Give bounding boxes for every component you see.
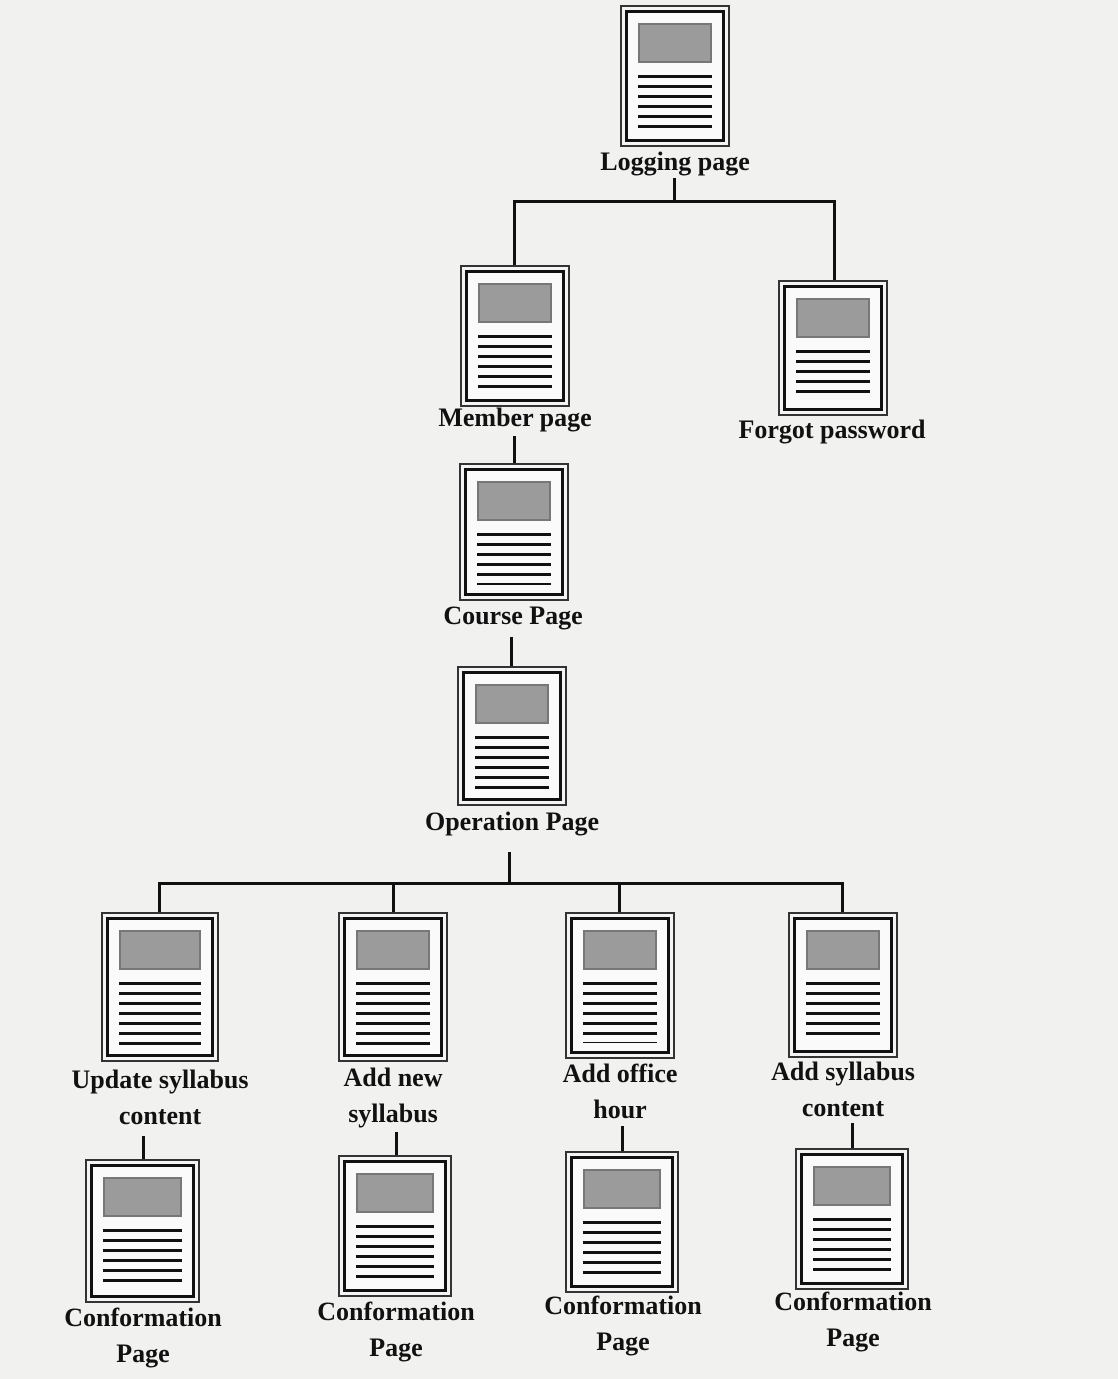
forgot-password-page-icon: [783, 285, 883, 411]
connector: [833, 200, 836, 285]
connector: [513, 200, 516, 270]
confirmation-page-label: Conformation Page: [317, 1297, 475, 1362]
add-office-hour-page-icon: [570, 917, 670, 1054]
connector: [621, 1126, 624, 1156]
logging-page-label: Logging page: [600, 147, 750, 176]
add-syllabus-content-label: Add syllabus content: [771, 1057, 915, 1122]
connector: [510, 637, 513, 671]
confirmation-page-label: Conformation Page: [774, 1287, 932, 1352]
connector: [513, 436, 516, 468]
confirmation-page-label: Conformation Page: [64, 1303, 222, 1368]
confirmation-page-icon: [800, 1153, 904, 1285]
course-page-icon: [464, 468, 564, 596]
member-page-label: Member page: [438, 403, 592, 432]
connector: [508, 852, 511, 884]
confirmation-page-icon: [343, 1160, 447, 1292]
add-office-hour-label: Add office hour: [562, 1059, 678, 1124]
add-new-syllabus-label: Add new syllabus: [343, 1063, 443, 1128]
update-syllabus-page-icon: [106, 917, 214, 1057]
add-new-syllabus-page-icon: [343, 917, 443, 1057]
course-page-label: Course Page: [443, 601, 583, 630]
connector: [851, 1123, 854, 1153]
connector: [142, 1136, 145, 1164]
logging-page-icon: [625, 10, 725, 142]
confirmation-page-icon: [90, 1164, 195, 1298]
connector: [392, 882, 395, 917]
operation-page-label: Operation Page: [424, 807, 600, 836]
update-syllabus-label: Update syllabus content: [71, 1065, 249, 1130]
connector: [395, 1132, 398, 1160]
operation-page-icon: [462, 671, 562, 801]
connector: [841, 882, 844, 917]
confirmation-page-icon: [570, 1156, 674, 1288]
connector: [158, 882, 844, 885]
add-syllabus-content-page-icon: [793, 917, 893, 1053]
forgot-password-label: Forgot password: [738, 415, 926, 444]
connector: [158, 882, 161, 917]
connector: [618, 882, 621, 917]
connector: [673, 178, 676, 202]
member-page-icon: [465, 270, 565, 402]
connector: [513, 200, 836, 203]
confirmation-page-label: Conformation Page: [544, 1291, 702, 1356]
